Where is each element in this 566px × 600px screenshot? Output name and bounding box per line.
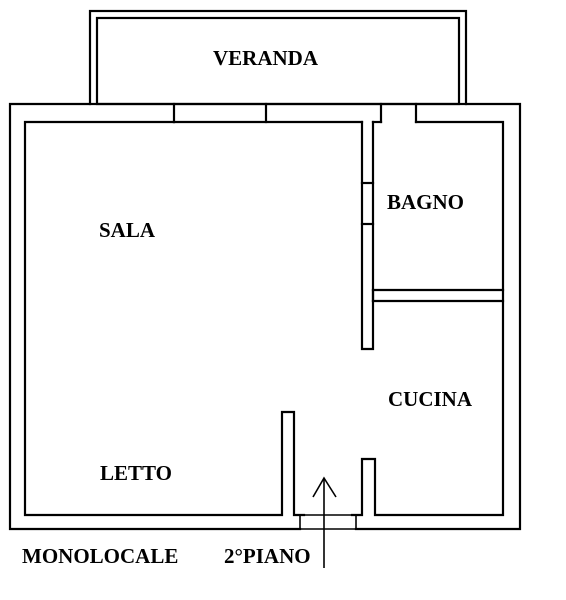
room-label-veranda: VERANDA <box>213 46 319 70</box>
entrance-door <box>299 514 357 530</box>
room-label-bagno: BAGNO <box>387 190 464 214</box>
room-label-letto: LETTO <box>100 461 172 485</box>
veranda-doors <box>172 102 418 124</box>
outer-walls <box>8 102 522 531</box>
caption-floor: 2°PIANO <box>224 544 311 568</box>
veranda-area <box>88 9 468 106</box>
caption-type: MONOLOCALE <box>22 544 178 568</box>
room-label-cucina: CUCINA <box>388 387 473 411</box>
entrance-arrow-icon <box>312 476 337 568</box>
interior-walls <box>360 120 505 351</box>
room-label-sala: SALA <box>99 218 156 242</box>
